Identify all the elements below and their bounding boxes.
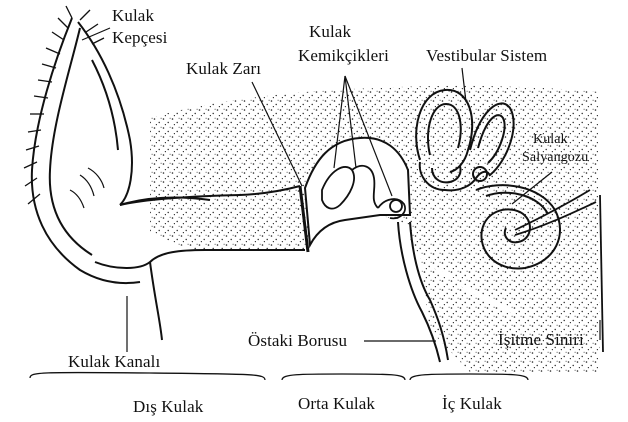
section-ic-kulak: İç Kulak	[442, 394, 502, 413]
temporal-bone-stipple	[150, 86, 600, 352]
label-vestibular-sistem: Vestibular Sistem	[426, 46, 547, 65]
label-kulak-salyangozu-line1: Kulak	[533, 132, 568, 147]
label-kulak-kepcesi-line2: Kepçesi	[112, 28, 167, 47]
label-kulak-zari: Kulak Zarı	[186, 59, 261, 78]
label-kulak-salyangozu-line2: Salyangozu	[522, 150, 588, 165]
pinna-folds	[70, 168, 104, 208]
label-kulak-kemikcikleri-line1: Kulak	[309, 22, 351, 41]
label-kulak-kepcesi-line1: Kulak	[112, 6, 154, 25]
label-kulak-kanali: Kulak Kanalı	[68, 352, 160, 371]
label-kulak-kemikcikleri-line2: Kemikçikleri	[298, 46, 389, 65]
section-brackets	[30, 373, 528, 380]
label-ostaki-borusu: Östaki Borusu	[248, 331, 347, 350]
section-orta-kulak: Orta Kulak	[298, 394, 375, 413]
label-isitme-siniri: İşitme Siniri	[498, 330, 584, 349]
section-dis-kulak: Dış Kulak	[133, 397, 203, 416]
